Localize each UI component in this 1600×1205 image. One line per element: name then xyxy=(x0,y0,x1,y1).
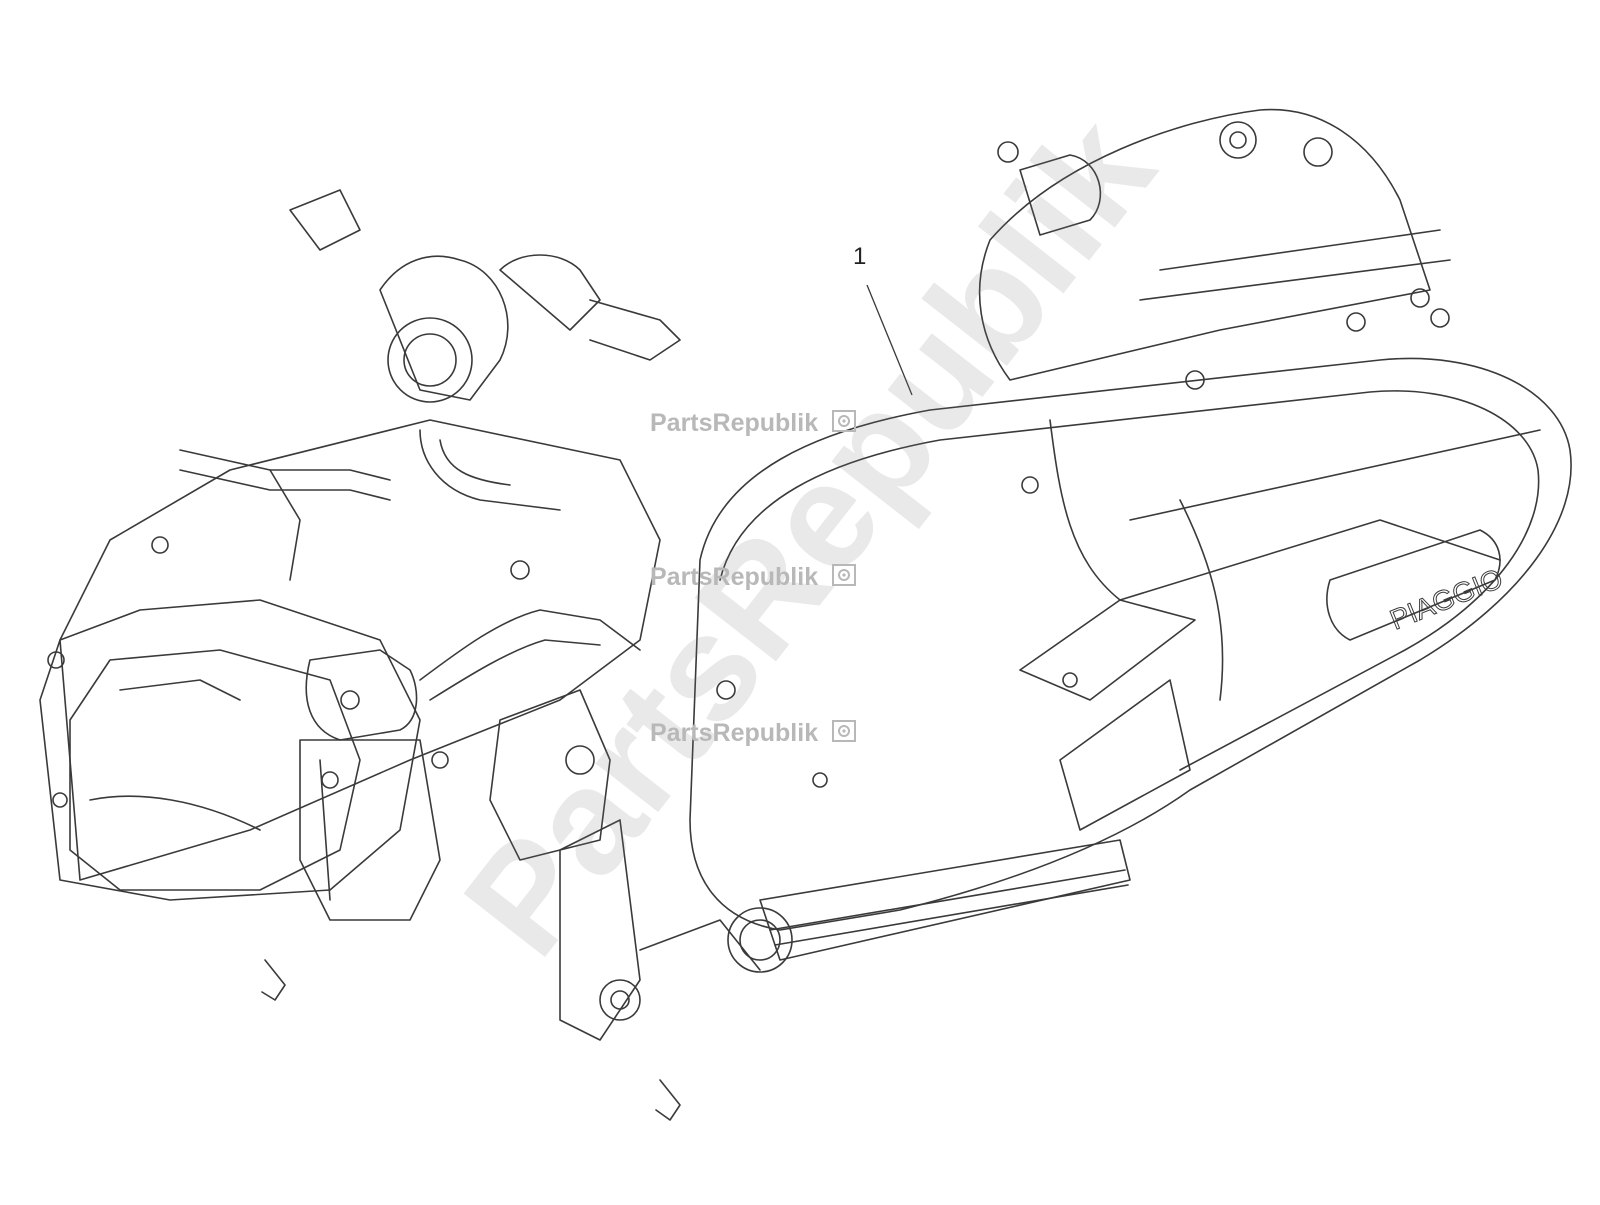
watermark-label: PartsRepublik xyxy=(650,409,819,438)
callout-1: 1 xyxy=(853,243,867,270)
watermark-top: PartsRepublik xyxy=(650,408,857,441)
gear-icon xyxy=(831,562,857,595)
gear-icon xyxy=(831,408,857,441)
watermark-label: PartsRepublik xyxy=(650,719,819,748)
watermark-bottom: PartsRepublik xyxy=(650,718,857,751)
callout-leader-line xyxy=(866,284,913,396)
gear-icon xyxy=(831,718,857,751)
watermark-middle: PartsRepublik xyxy=(650,562,857,595)
watermark-label: PartsRepublik xyxy=(650,563,819,592)
